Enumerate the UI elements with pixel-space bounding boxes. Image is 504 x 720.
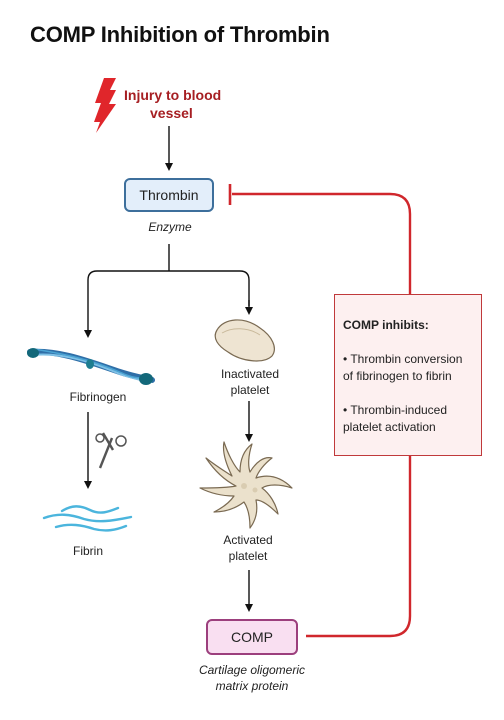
lightning-icon bbox=[94, 78, 116, 133]
fibrin-strands-icon bbox=[42, 505, 133, 532]
injury-label: Injury to blood vessel bbox=[124, 87, 222, 121]
fibrin-label: Fibrin bbox=[72, 544, 103, 558]
fibrinogen-icon bbox=[27, 348, 155, 385]
thrombin-caption: Enzyme bbox=[148, 220, 192, 234]
comp-caption: Cartilage oligomeric matrix protein bbox=[198, 663, 306, 693]
inactivated-platelet-icon bbox=[214, 319, 275, 362]
inhibits-point-1: • Thrombin conversion of fibrinogen to f… bbox=[343, 352, 463, 383]
inhibits-box: COMP inhibits: • Thrombin conversion of … bbox=[334, 294, 482, 456]
activated-platelet-icon bbox=[199, 441, 293, 529]
scissors-icon bbox=[95, 432, 127, 469]
comp-box: COMP bbox=[206, 619, 298, 655]
fibrinogen-label: Fibrinogen bbox=[69, 390, 127, 404]
branch-connector bbox=[84, 244, 253, 338]
inhibits-point-2: • Thrombin-induced platelet activation bbox=[343, 403, 448, 434]
activated-platelet-label: Activated platelet bbox=[223, 533, 273, 563]
diagram-title: COMP Inhibition of Thrombin bbox=[30, 22, 330, 47]
inactivated-platelet-label: Inactivated platelet bbox=[220, 367, 280, 397]
thrombin-box: Thrombin bbox=[124, 178, 214, 212]
inhibits-heading: COMP inhibits: bbox=[343, 318, 429, 332]
